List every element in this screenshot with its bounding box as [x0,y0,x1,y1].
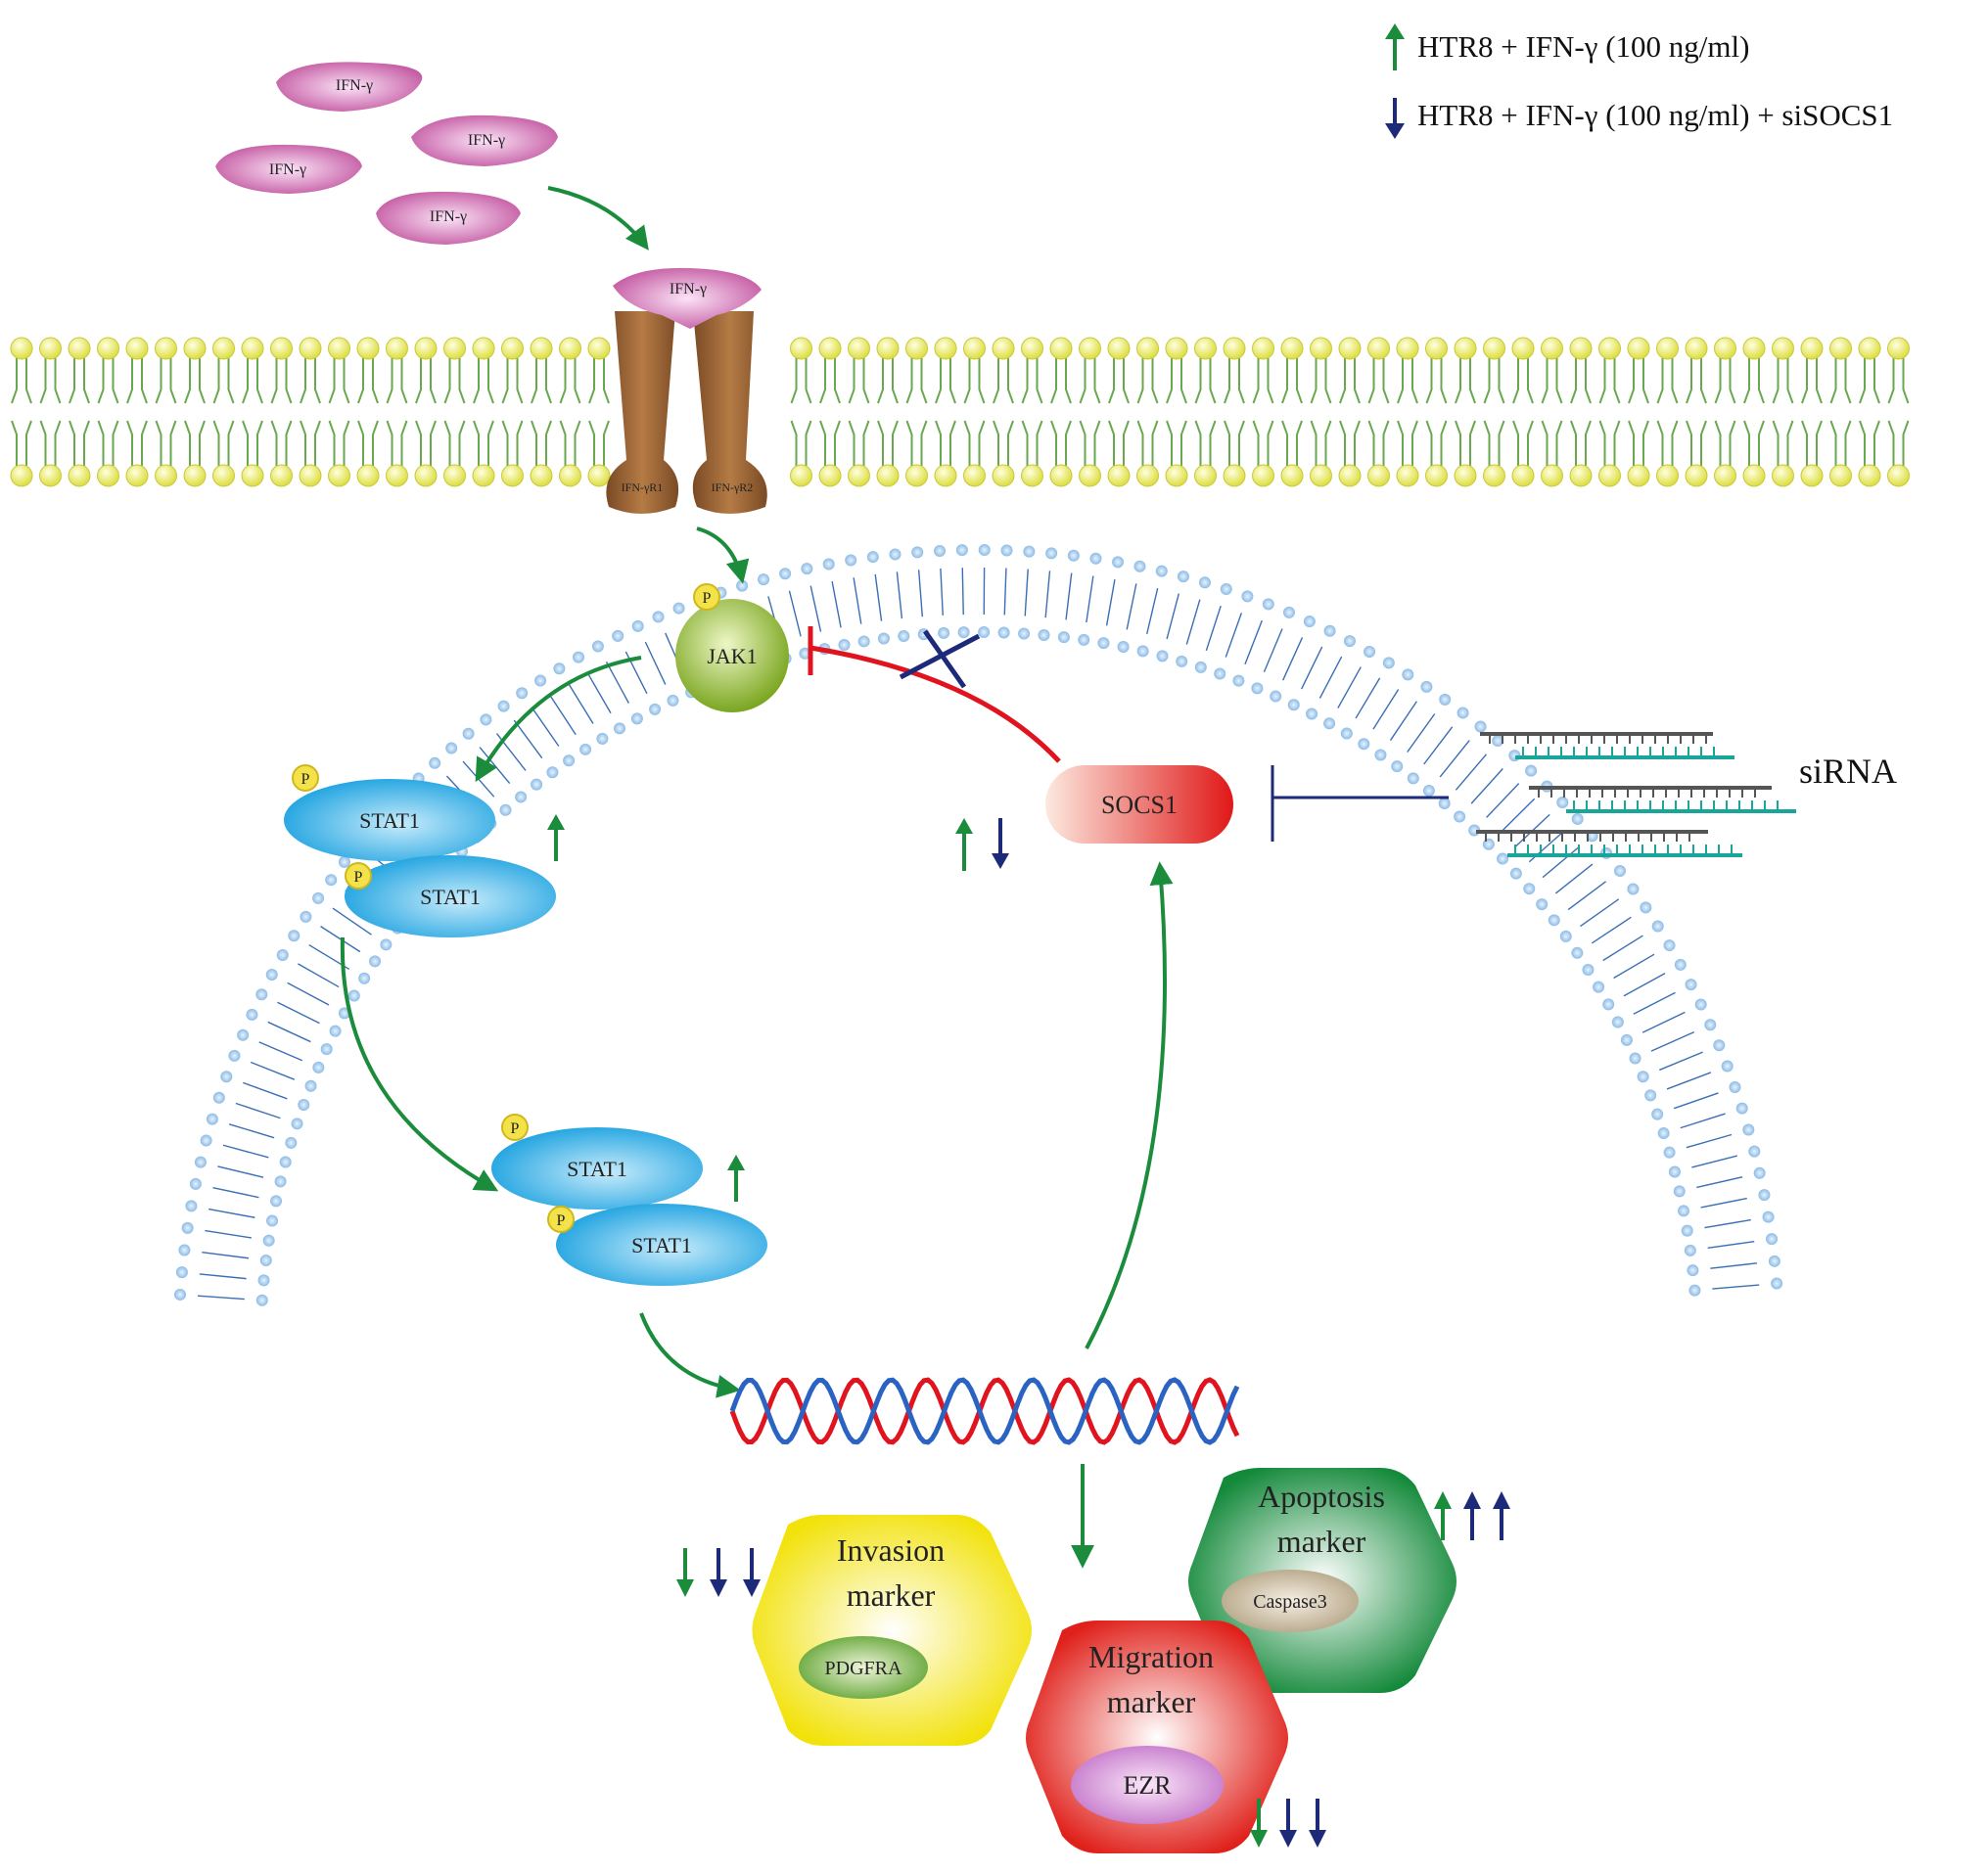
stat1-node [284,779,495,861]
up-arrow-icon [955,818,973,871]
svg-text:Migration: Migration [1088,1639,1214,1674]
svg-text:IFN-γ: IFN-γ [430,208,467,225]
invasion-marker: Invasion marker PDGFRA [676,1515,1032,1746]
ifn-gamma-ligand: IFN-γ [411,114,558,166]
legend: HTR8 + IFN-γ (100 ng/ml) HTR8 + IFN-γ (1… [1385,23,1893,139]
svg-text:PDGFRA: PDGFRA [825,1658,902,1679]
sirna-inhibition [1271,765,1449,842]
svg-text:JAK1: JAK1 [707,644,757,668]
svg-text:STAT1: STAT1 [359,808,420,833]
phospho-badge: P [693,583,720,611]
svg-text:STAT1: STAT1 [420,885,481,909]
legend-item-1: HTR8 + IFN-γ (100 ng/ml) [1417,29,1749,64]
legend-down-arrow-icon [1385,98,1405,139]
svg-text:IFN-γ: IFN-γ [269,161,306,178]
svg-text:STAT1: STAT1 [567,1157,627,1181]
sirna-duplexes [1476,732,1796,857]
socs1-inhibition [808,626,1061,763]
svg-text:IFN-γ: IFN-γ [336,77,373,94]
invasion-change-arrows [676,1548,761,1597]
up-arrow-icon [1463,1491,1481,1540]
down-arrow-icon [710,1548,727,1597]
expression-arrow [1085,861,1174,1349]
sirna-duplex [1529,786,1796,813]
up-arrow-icon [1434,1491,1452,1540]
svg-text:IFN-γR1: IFN-γR1 [622,480,664,494]
svg-text:STAT1: STAT1 [631,1233,692,1257]
up-arrow-icon [727,1155,745,1202]
socs1-node [1045,765,1233,844]
stat1-node [491,1127,703,1210]
stat1-node [556,1204,767,1286]
svg-text:EZR: EZR [1123,1771,1172,1800]
down-arrow-icon [992,818,1009,869]
activation-arrow [696,526,750,584]
ifn-gamma-ligand: IFN-γ [215,144,362,194]
jak1: JAK1 P [675,583,789,712]
stat1-dimer-cytoplasm: STAT1 STAT1 P P [284,764,565,937]
down-arrow-icon [676,1548,694,1597]
svg-text:IFN-γ: IFN-γ [468,132,505,149]
stat1-node [345,855,556,937]
svg-text:IFN-γR2: IFN-γR2 [712,480,754,494]
ifn-gamma-receptor: IFN-γR1 IFN-γR2 IFN-γ [606,267,767,514]
svg-text:P: P [703,590,712,607]
apoptosis-marker: Apoptosis marker Caspase3 [1188,1468,1510,1693]
ifn-gamma-r2 [692,311,767,514]
ifn-gamma-r1 [606,311,679,514]
svg-text:IFN-γ: IFN-γ [670,281,707,297]
pdgfra-node [799,1636,928,1699]
migration-change-arrows [1250,1799,1326,1848]
bound-ifn-gamma: IFN-γ [613,267,762,329]
svg-text:Apoptosis: Apoptosis [1258,1479,1385,1514]
svg-text:P: P [557,1212,566,1229]
sirna-duplex [1480,732,1734,759]
ifn-gamma-ligands: IFN-γ IFN-γ IFN-γ IFN-γ [215,62,558,245]
svg-text:P: P [354,869,363,886]
caspase3-node [1222,1570,1359,1632]
ezr-node [1071,1746,1224,1824]
binding-arrow [547,186,649,251]
down-arrow-icon [1250,1799,1268,1848]
apoptosis-change-arrows [1434,1491,1510,1540]
phospho-badge: P [547,1206,575,1233]
svg-text:Invasion: Invasion [837,1532,945,1568]
binding-arrow [639,1312,741,1398]
stat1-dimer-nucleus: STAT1 STAT1 P P [491,1114,767,1286]
svg-text:SOCS1: SOCS1 [1101,791,1178,819]
svg-text:P: P [301,771,310,788]
migration-marker: Migration marker EZR [1026,1621,1326,1853]
sirna-duplex [1476,830,1742,857]
down-arrow-icon [1279,1799,1297,1848]
plasma-membrane [10,337,1910,487]
socs1-change-arrows [955,818,1009,871]
legend-up-arrow-icon [1385,23,1405,70]
ifn-gamma-ligand: IFN-γ [276,62,423,112]
down-arrow-icon [1309,1799,1326,1848]
svg-text:marker: marker [1277,1524,1366,1559]
up-arrow-icon [547,814,565,861]
ifn-gamma-ligand: IFN-γ [376,191,521,245]
legend-item-2: HTR8 + IFN-γ (100 ng/ml) + siSOCS1 [1417,98,1893,132]
dna-helix [729,1377,1240,1445]
socs1: SOCS1 [1045,765,1233,844]
svg-text:marker: marker [847,1577,936,1613]
svg-text:Caspase3: Caspase3 [1253,1591,1327,1613]
up-arrow-icon [1493,1491,1510,1540]
phosphorylation-arrow [475,656,642,783]
svg-text:P: P [511,1120,520,1137]
phospho-badge: P [292,764,319,792]
down-arrow-icon [743,1548,761,1597]
svg-text:marker: marker [1107,1684,1196,1719]
sirna-label: siRNA [1799,752,1897,791]
phospho-badge: P [345,862,372,890]
blocked-cross-icon [899,629,981,689]
translocation-arrow [340,936,499,1192]
jak1-node [675,599,789,712]
phospho-badge: P [501,1114,529,1141]
